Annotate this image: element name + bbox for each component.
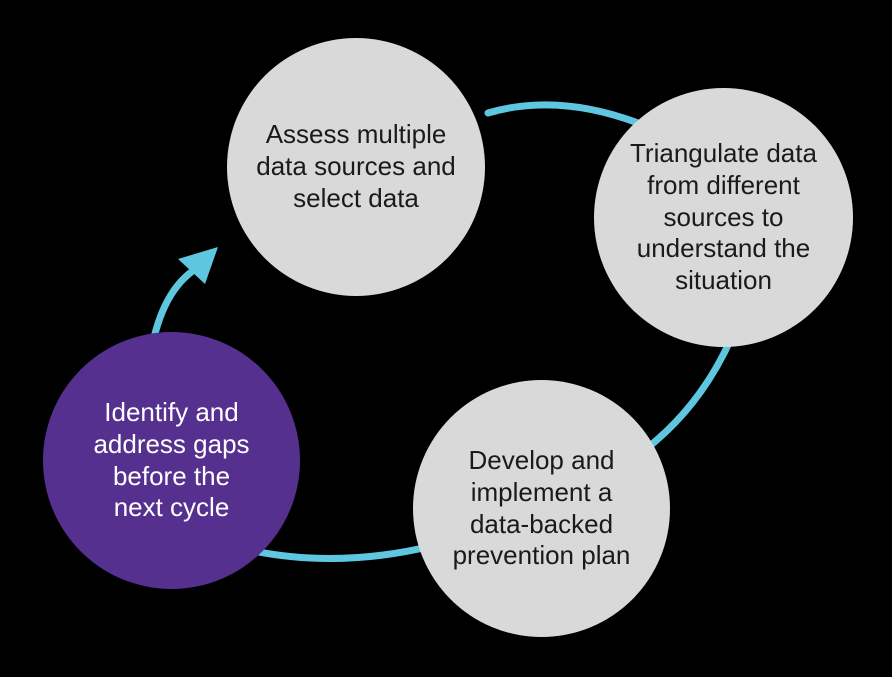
node-identify: Identify and address gaps before the nex… [43, 332, 300, 589]
node-develop-label: Develop and implement a data-backed prev… [452, 444, 631, 571]
node-assess: Assess multiple data sources and select … [227, 38, 485, 296]
node-identify-label: Identify and address gaps before the nex… [93, 396, 250, 523]
node-triangulate: Triangulate data from different sources … [594, 88, 853, 347]
arc-develop-to-identify [236, 542, 436, 562]
node-triangulate-label: Triangulate data from different sources … [630, 137, 817, 296]
node-develop: Develop and implement a data-backed prev… [413, 380, 670, 637]
node-assess-label: Assess multiple data sources and select … [256, 119, 456, 213]
arrow-head-icon [178, 247, 218, 284]
